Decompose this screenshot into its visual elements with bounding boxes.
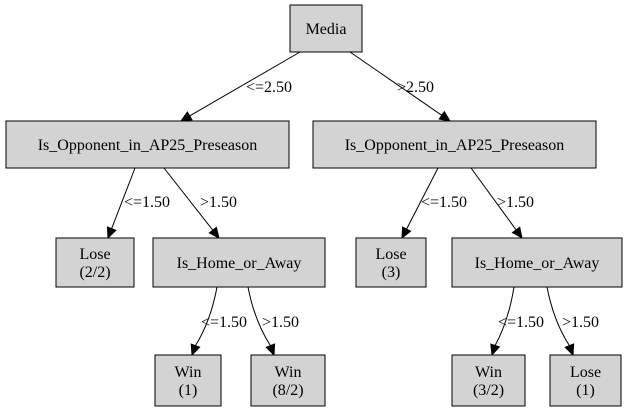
edges-layer: <=2.50 >2.50 <=1.50 >1.50 <=1.50 >1.50 <=1.50 >… [106,51,599,357]
arrowhead-icon [179,111,193,122]
edge-line [494,286,515,346]
edge-root_l1: <=2.50 [179,51,301,122]
node-count: (1) [179,382,198,399]
edge-label: <=1.50 [498,314,544,331]
edge-l1_ll: <=1.50 [106,167,170,240]
edge-label: >2.50 [397,79,434,96]
node-count: (1) [576,382,595,399]
tree-node-rl: Lose(3) [355,237,427,288]
edge-label: <=1.50 [201,314,247,331]
tree-node-lr: Is_Home_or_Away [152,237,326,288]
node-box [154,354,222,407]
arrowhead-icon [401,226,412,240]
node-box [289,4,363,53]
node-count: (2/2) [79,264,110,281]
tree-node-lrr: Win(8/2) [250,354,326,407]
node-box [451,354,526,407]
tree-node-r1: Is_Opponent_in_AP25_Preseason [312,120,597,169]
tree-node-root: Media [289,4,363,53]
node-label: Is_Home_or_Away [177,255,302,272]
edge-line [189,51,301,117]
node-box [250,354,326,407]
edge-rr_rrr: >1.50 [546,286,599,357]
edge-r1_rl: <=1.50 [401,167,467,240]
arrowhead-icon [265,343,276,357]
edge-line [195,286,218,346]
arrowhead-icon [490,343,501,357]
node-count: (3/2) [473,382,504,399]
edge-line [247,286,271,346]
node-label: Win [175,364,202,381]
arrowhead-icon [438,110,452,122]
tree-node-rrl: Win(3/2) [451,354,526,407]
node-box [152,237,326,288]
node-label: Lose [79,246,110,263]
edge-label: <=1.50 [124,194,170,211]
edge-l1_lr: >1.50 [163,167,237,239]
node-box [55,237,135,288]
arrowhead-icon [208,226,220,239]
edge-line [349,51,443,116]
edge-root_r1: >2.50 [349,51,452,122]
node-box [312,120,597,169]
tree-node-rr: Is_Home_or_Away [451,237,623,288]
edge-label: >1.50 [200,194,237,211]
node-label: Is_Opponent_in_AP25_Preseason [345,137,565,154]
node-label: Is_Opponent_in_AP25_Preseason [38,137,258,154]
arrowhead-icon [511,226,523,239]
tree-node-ll: Lose(2/2) [55,237,135,288]
node-label: Win [475,364,502,381]
edge-label: >1.50 [497,194,534,211]
node-label: Win [275,364,302,381]
edge-lr_lrr: >1.50 [247,286,299,357]
tree-node-rrr: Lose(1) [549,354,622,407]
arrowhead-icon [564,343,575,357]
edge-rr_rrl: <=1.50 [490,286,544,357]
node-label: Is_Home_or_Away [475,255,600,272]
node-label: Lose [570,364,601,381]
edge-line [111,167,136,229]
tree-node-l1: Is_Opponent_in_AP25_Preseason [5,120,290,169]
edge-label: >1.50 [262,314,299,331]
edge-label: >1.50 [562,314,599,331]
edge-line [163,167,214,231]
edge-line [546,286,570,346]
node-label: Lose [375,246,406,263]
edge-lr_lrl: <=1.50 [190,286,247,357]
node-box [549,354,622,407]
edge-label: <=1.50 [421,194,467,211]
node-box [355,237,427,288]
node-box [451,237,623,288]
edge-r1_rr: >1.50 [470,167,534,239]
tree-node-lrl: Win(1) [154,354,222,407]
node-box [5,120,290,169]
node-count: (3) [382,264,401,281]
node-count: (8/2) [272,382,303,399]
arrowhead-icon [190,343,201,357]
edge-line [406,167,439,230]
arrowhead-icon [106,226,117,240]
node-label: Media [306,21,347,38]
edge-line [470,167,517,231]
edge-label: <=2.50 [246,79,292,96]
